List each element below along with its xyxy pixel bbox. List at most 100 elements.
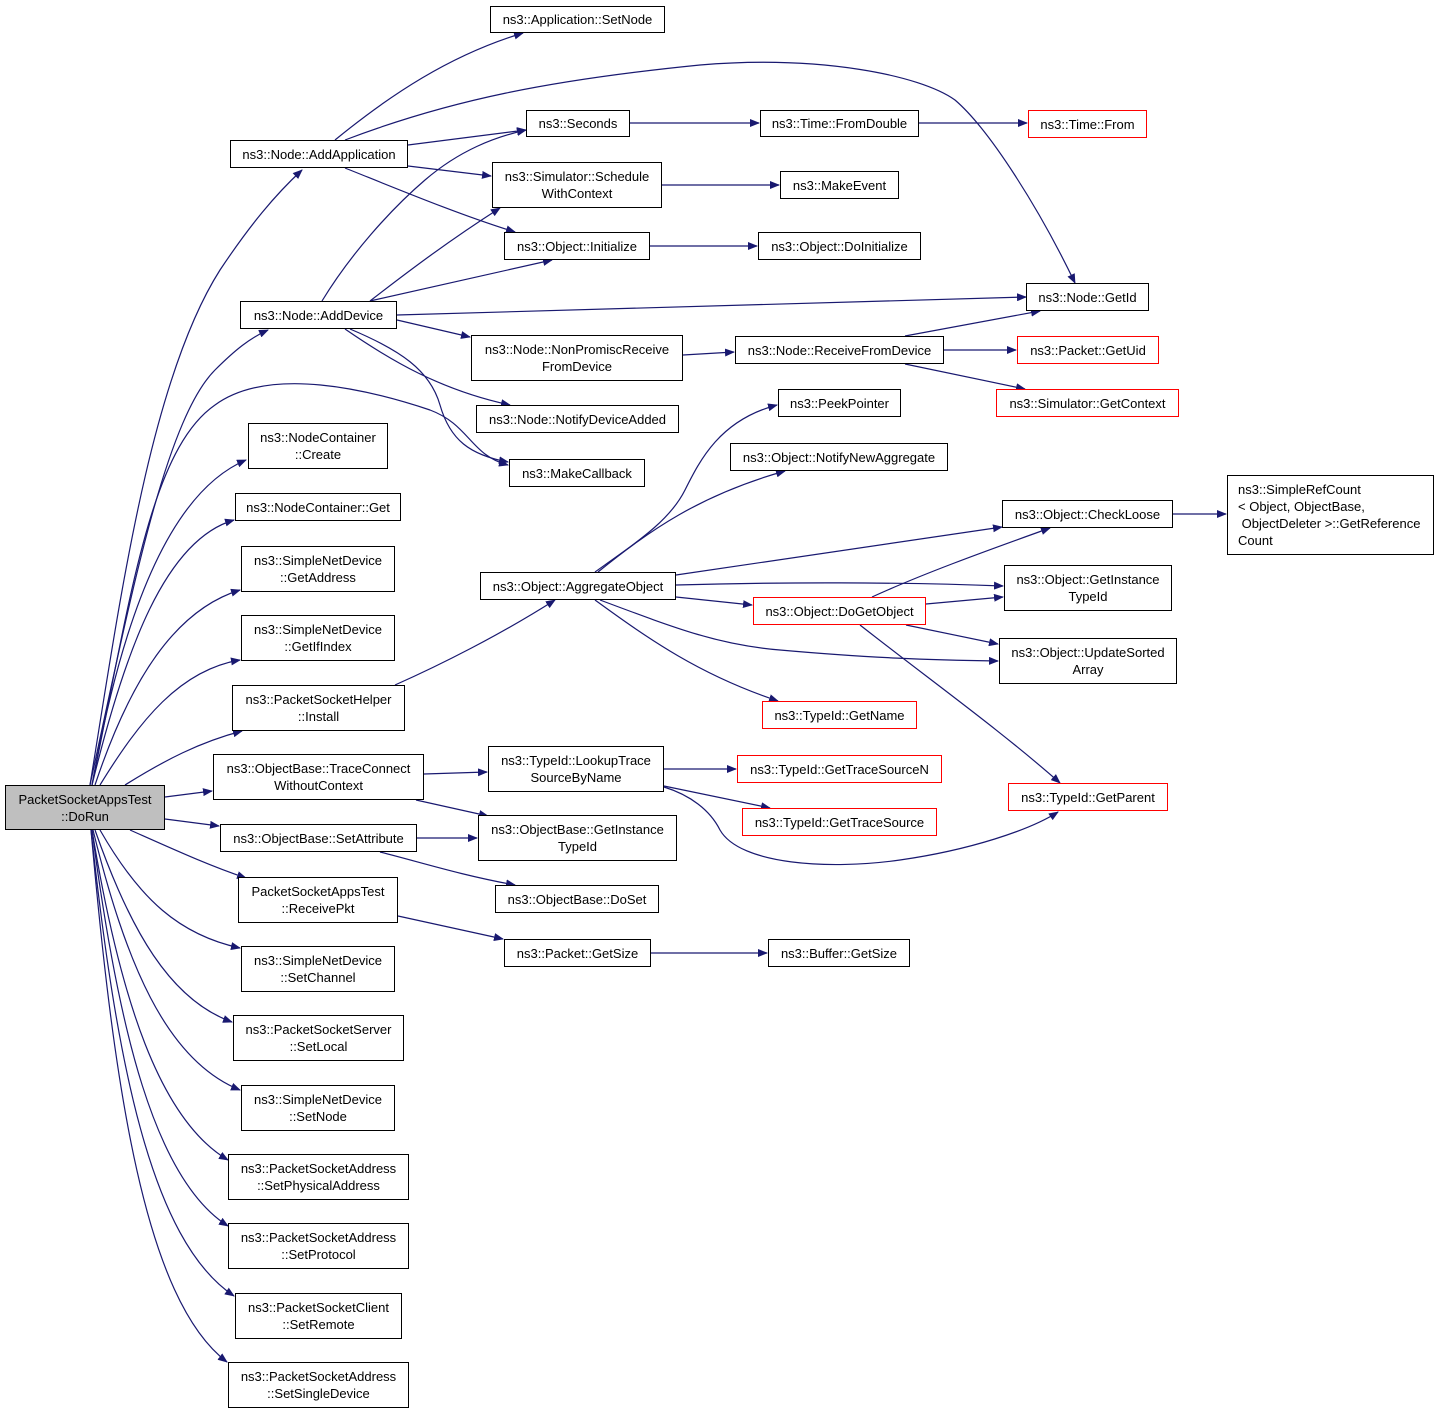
node-nodecontainer-get[interactable]: ns3::NodeContainer::Get	[235, 493, 401, 521]
node-time-from[interactable]: ns3::Time::From	[1028, 110, 1147, 138]
edge-adddevice-notifydeviceadded	[344, 328, 511, 408]
node-peekpointer[interactable]: ns3::PeekPointer	[778, 389, 901, 417]
node-buffer-getsize[interactable]: ns3::Buffer::GetSize	[768, 939, 910, 967]
node-packetsocketaddress-setphysicaladdress[interactable]: ns3::PacketSocketAddress ::SetPhysicalAd…	[228, 1154, 409, 1200]
edge-dorun-setremote	[90, 829, 235, 1297]
node-object-checkloose[interactable]: ns3::Object::CheckLoose	[1002, 500, 1173, 528]
node-packet-getuid[interactable]: ns3::Packet::GetUid	[1017, 336, 1159, 364]
node-node-addapplication[interactable]: ns3::Node::AddApplication	[230, 140, 408, 168]
node-object-updatesortedarray[interactable]: ns3::Object::UpdateSorted Array	[999, 638, 1177, 684]
node-node-getid[interactable]: ns3::Node::GetId	[1026, 283, 1149, 311]
edge-adddevice-seconds	[321, 128, 527, 302]
node-packetsocketclient-setremote[interactable]: ns3::PacketSocketClient ::SetRemote	[235, 1293, 402, 1339]
node-objectbase-getinstancetypeid[interactable]: ns3::ObjectBase::GetInstance TypeId	[478, 815, 677, 861]
edge-addapplication-schedule	[407, 165, 492, 179]
edge-dorun-setchannel	[99, 829, 241, 950]
edge-dorun-setprotocol	[91, 829, 229, 1227]
node-objectbase-setattribute[interactable]: ns3::ObjectBase::SetAttribute	[220, 824, 417, 852]
node-packetsocketserver-setlocal[interactable]: ns3::PacketSocketServer ::SetLocal	[233, 1015, 404, 1061]
node-object-getinstancetypeid[interactable]: ns3::Object::GetInstance TypeId	[1004, 565, 1172, 611]
node-node-notifydeviceadded[interactable]: ns3::Node::NotifyDeviceAdded	[476, 405, 679, 433]
edge-dorun-setattribute	[164, 818, 220, 829]
node-simulator-schedulewithcontext[interactable]: ns3::Simulator::Schedule WithContext	[492, 162, 662, 208]
node-typeid-gettracesourcen[interactable]: ns3::TypeId::GetTraceSourceN	[737, 755, 942, 783]
edge-aggregateobject-updatesorted	[599, 599, 999, 665]
edge-adddevice-schedule	[369, 207, 501, 302]
node-makecallback[interactable]: ns3::MakeCallback	[509, 459, 645, 487]
node-typeid-getname[interactable]: ns3::TypeId::GetName	[762, 701, 917, 729]
edge-dogetobject-updatesorted	[905, 624, 999, 647]
edge-lookuptrace-getparent	[663, 786, 1059, 866]
node-makeevent[interactable]: ns3::MakeEvent	[780, 171, 899, 199]
edge-traceconnect-getinstancetypeid	[415, 799, 489, 818]
edge-dorun-setnode	[92, 829, 241, 1091]
node-typeid-lookuptracesourcebyname[interactable]: ns3::TypeId::LookupTrace SourceByName	[488, 746, 664, 792]
edge-dorun-setsingledevice	[90, 829, 228, 1363]
edge-adddevice-initialize	[369, 258, 553, 302]
edge-dorun-makecallback	[91, 383, 509, 786]
edge-dorun-traceconnect	[164, 788, 213, 798]
edge-dorun-addapplication	[89, 169, 303, 786]
edge-aggregateobject-checkloose	[675, 524, 1003, 576]
edge-lookuptrace-gettracesource	[663, 785, 771, 811]
edge-aggregateobject-getinstancetypeid	[675, 581, 1004, 590]
node-simplenetdevice-getaddress[interactable]: ns3::SimpleNetDevice ::GetAddress	[241, 546, 395, 592]
edge-adddevice-makecallback	[349, 328, 509, 465]
node-object-notifynewaggregate[interactable]: ns3::Object::NotifyNewAggregate	[730, 443, 948, 471]
node-simulator-getcontext[interactable]: ns3::Simulator::GetContext	[996, 389, 1179, 417]
node-node-adddevice[interactable]: ns3::Node::AddDevice	[240, 301, 397, 329]
edge-receivefromdevice-getcontext	[904, 363, 1026, 392]
edge-aggregateobject-getname	[594, 599, 779, 702]
edge-adddevice-nonpromisc	[396, 319, 471, 339]
node-packetsocketaddress-setprotocol[interactable]: ns3::PacketSocketAddress ::SetProtocol	[228, 1223, 409, 1269]
node-simplenetdevice-getifindex[interactable]: ns3::SimpleNetDevice ::GetIfIndex	[241, 615, 395, 661]
node-node-receivefromdevice[interactable]: ns3::Node::ReceiveFromDevice	[735, 336, 944, 364]
edge-addapplication-getid	[344, 61, 1076, 284]
node-seconds[interactable]: ns3::Seconds	[526, 110, 630, 137]
node-object-aggregateobject[interactable]: ns3::Object::AggregateObject	[480, 572, 676, 600]
node-simplenetdevice-setchannel[interactable]: ns3::SimpleNetDevice ::SetChannel	[241, 946, 395, 992]
node-object-doinitialize[interactable]: ns3::Object::DoInitialize	[758, 232, 921, 260]
node-objectbase-doset[interactable]: ns3::ObjectBase::DoSet	[495, 885, 659, 913]
node-typeid-gettracesource[interactable]: ns3::TypeId::GetTraceSource	[742, 808, 937, 836]
node-packetsocketaddress-setsingledevice[interactable]: ns3::PacketSocketAddress ::SetSingleDevi…	[228, 1362, 409, 1408]
edge-addapplication-seconds	[407, 127, 527, 146]
edge-dorun-setlocal	[94, 829, 233, 1023]
edge-receivepkt-packetgetsize	[397, 915, 504, 941]
edge-dorun-receivepkt	[129, 829, 247, 879]
edge-nonpromisc-receivefromdevice	[682, 348, 735, 357]
node-simplerefcount-getreferencecount[interactable]: ns3::SimpleRefCount < Object, ObjectBase…	[1227, 475, 1434, 555]
node-nodecontainer-create[interactable]: ns3::NodeContainer ::Create	[248, 423, 388, 469]
node-object-dogetobject[interactable]: ns3::Object::DoGetObject	[753, 597, 926, 625]
edge-receivefromdevice-getid	[904, 308, 1041, 337]
edge-dogetobject-getinstancetypeid	[925, 593, 1004, 605]
edge-dorun-install	[124, 729, 243, 786]
edge-setattribute-doset	[379, 851, 516, 888]
node-time-fromdouble[interactable]: ns3::Time::FromDouble	[760, 110, 919, 137]
edge-aggregateobject-dogetobject	[675, 596, 753, 609]
node-app-setnode[interactable]: ns3::Application::SetNode	[490, 6, 665, 33]
edge-install-aggregateobject	[394, 599, 556, 686]
node-objectbase-traceconnectwithoutcontext[interactable]: ns3::ObjectBase::TraceConnect WithoutCon…	[213, 754, 424, 800]
edge-addapplication-initialize	[344, 167, 516, 234]
edge-dorun-getifindex	[99, 657, 241, 786]
edge-adddevice-getid	[396, 293, 1027, 316]
edge-traceconnect-lookuptrace	[423, 768, 488, 777]
edge-dogetobject-checkloose	[871, 527, 1051, 598]
edge-dorun-getaddress	[94, 588, 241, 786]
edge-addapplication-setnode	[334, 31, 524, 141]
node-node-nonpromiscreceivefromdevice[interactable]: ns3::Node::NonPromiscReceive FromDevice	[471, 335, 683, 381]
edge-dorun-setphysical	[91, 829, 229, 1161]
edge-dorun-nodecontainer-get	[91, 518, 235, 786]
node-packet-getsize[interactable]: ns3::Packet::GetSize	[504, 939, 651, 967]
node-simplenetdevice-setnode[interactable]: ns3::SimpleNetDevice ::SetNode	[241, 1085, 395, 1131]
node-typeid-getparent[interactable]: ns3::TypeId::GetParent	[1008, 783, 1168, 811]
node-dorun[interactable]: PacketSocketAppsTest ::DoRun	[5, 785, 165, 830]
edge-dogetobject-getparent	[859, 624, 1061, 784]
edge-aggregateobject-notifynewaggregate	[597, 469, 786, 573]
node-packetsocketappstest-receivepkt[interactable]: PacketSocketAppsTest ::ReceivePkt	[238, 877, 398, 923]
node-packetsockethelper-install[interactable]: ns3::PacketSocketHelper ::Install	[232, 685, 405, 731]
node-object-initialize[interactable]: ns3::Object::Initialize	[504, 232, 650, 260]
